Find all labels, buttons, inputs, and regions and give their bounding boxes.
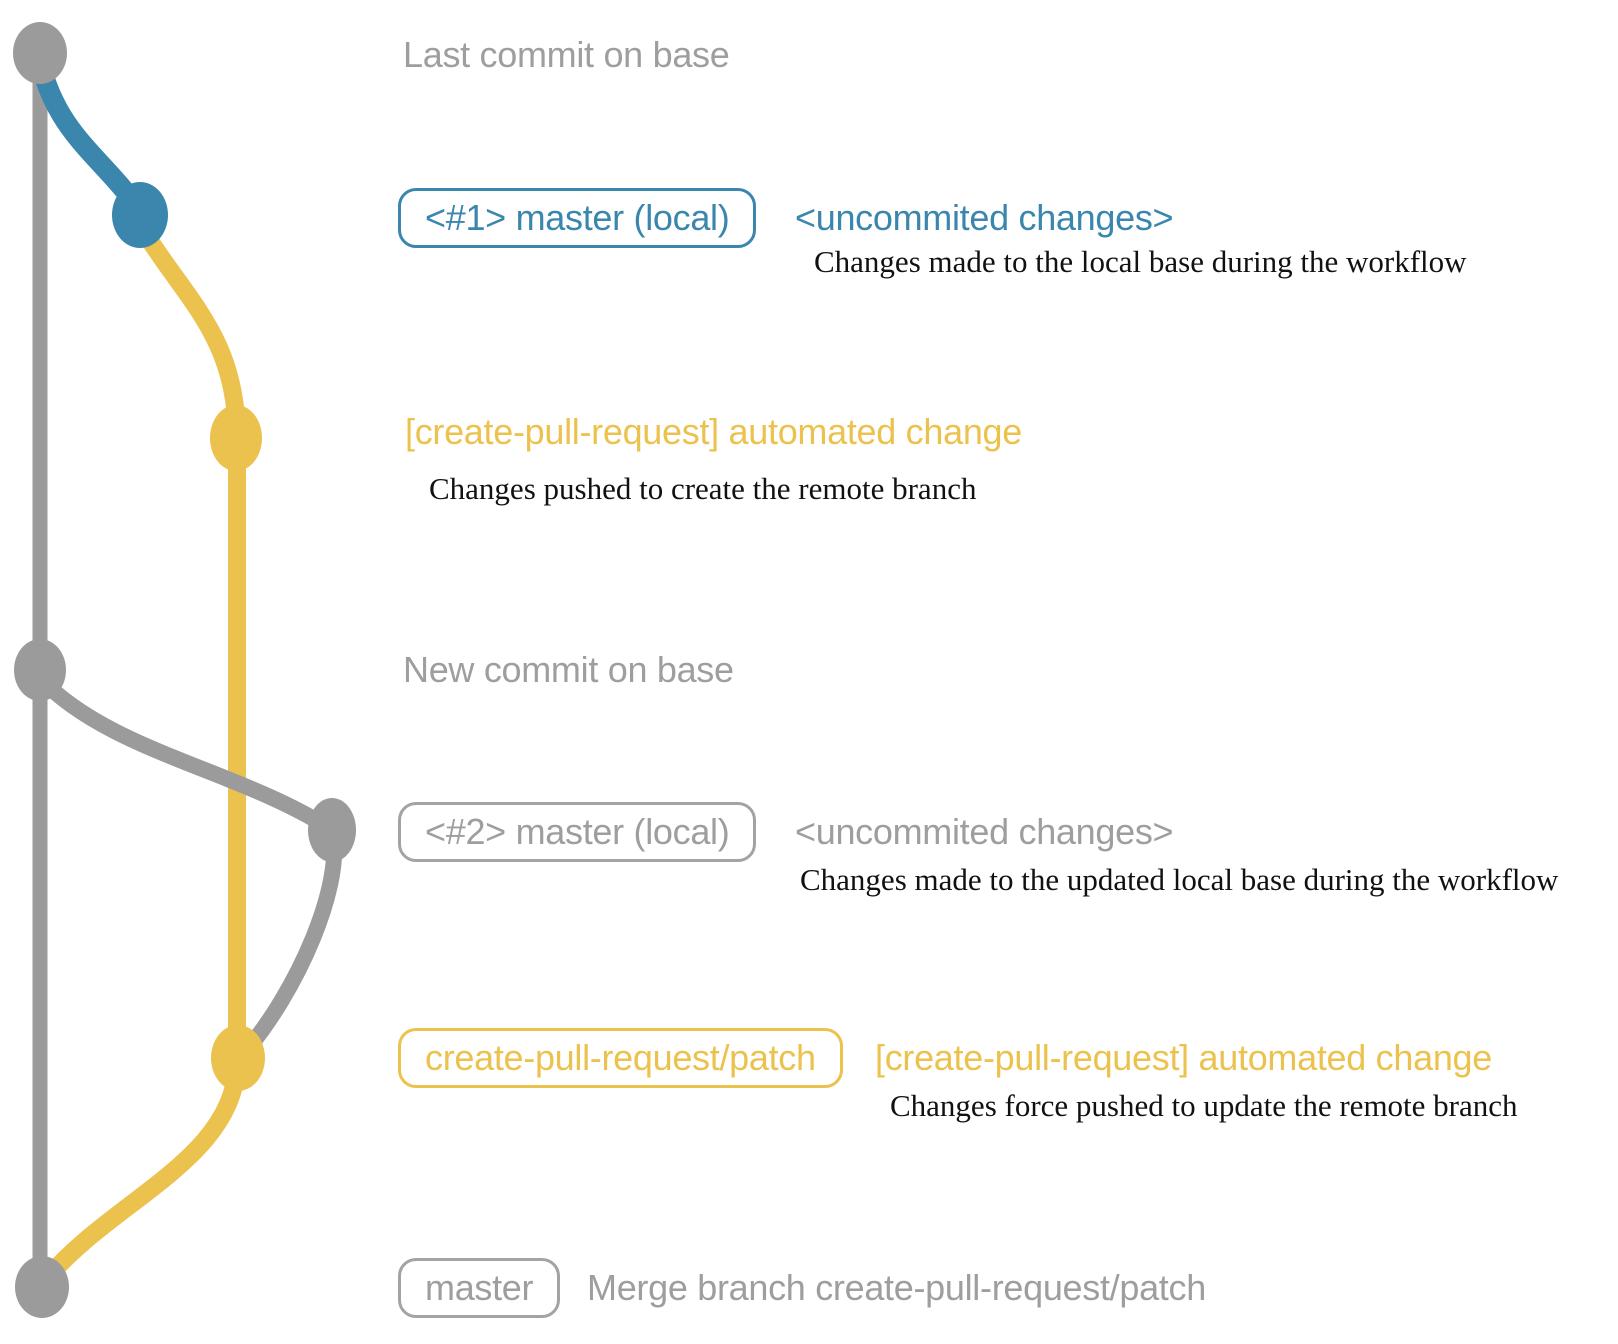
remote-branch-line [35, 216, 246, 1291]
commit-dot-force-pushed [211, 1025, 265, 1091]
local-change-line [30, 52, 148, 218]
label-automated-change-2: [create-pull-request] automated change [875, 1037, 1492, 1078]
desc-local-changes-2: Changes made to the updated local base d… [800, 862, 1559, 897]
label-merge-branch: Merge branch create-pull-request/patch [587, 1267, 1206, 1308]
commit-dot-local-2 [308, 798, 356, 862]
label-new-commit-on-base: New commit on base [403, 649, 734, 690]
label-last-commit-on-base: Last commit on base [403, 34, 730, 75]
note-uncommited-changes-2: <uncommited changes> [795, 811, 1174, 852]
desc-force-pushed: Changes force pushed to update the remot… [890, 1088, 1518, 1123]
commit-dot-new-base [14, 639, 66, 701]
desc-local-changes-1: Changes made to the local base during th… [814, 244, 1467, 279]
badge-master: master [398, 1258, 561, 1318]
badge-master-local-1: <#1> master (local) [398, 188, 757, 248]
note-uncommited-changes-1: <uncommited changes> [795, 197, 1174, 238]
rebase-branch-line [32, 670, 343, 1066]
label-automated-change-1: [create-pull-request] automated change [405, 411, 1022, 452]
badge-create-pull-request-patch: create-pull-request/patch [398, 1028, 843, 1088]
commit-dot-local-1 [112, 182, 168, 248]
commit-dot-last-base [13, 22, 67, 84]
badge-master-local-2: <#2> master (local) [398, 802, 757, 862]
commit-dot-merge [15, 1256, 69, 1318]
commit-dot-pushed-1 [210, 405, 262, 471]
desc-pushed-1: Changes pushed to create the remote bran… [429, 471, 977, 506]
